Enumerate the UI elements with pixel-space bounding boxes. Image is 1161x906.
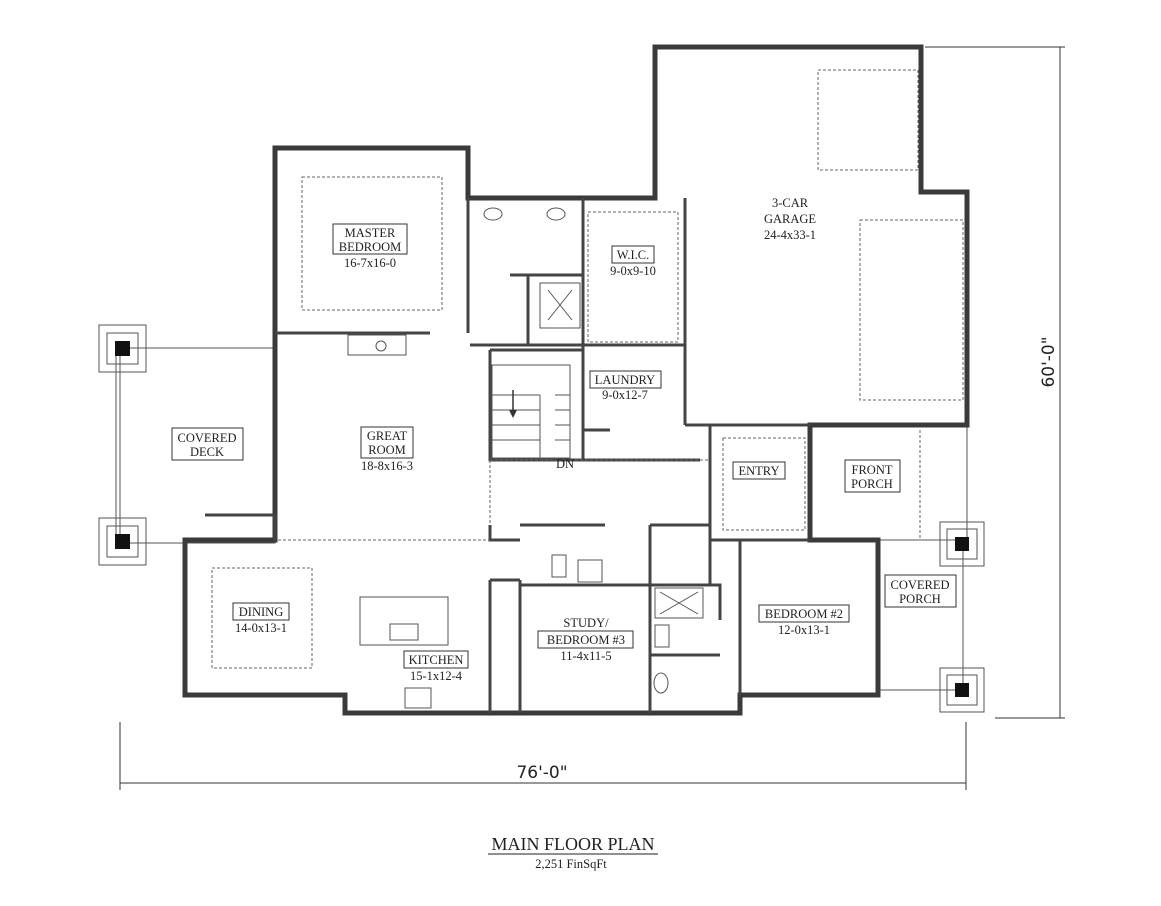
depth-dimension-label: 60'-0" <box>1039 336 1059 387</box>
staircase <box>491 364 571 459</box>
room-name: COVERED <box>177 431 236 445</box>
room-name: KITCHEN <box>409 653 464 667</box>
room-entry: ENTRY <box>732 461 786 480</box>
room-name: 3-CAR <box>772 196 809 210</box>
room-size: 9-0x9-10 <box>610 264 656 278</box>
post-icon <box>939 667 985 713</box>
room-covered-porch: COVERED PORCH <box>884 574 957 608</box>
room-name: DINING <box>239 605 283 619</box>
room-name: GARAGE <box>764 212 816 226</box>
room-name: FRONT <box>852 463 893 477</box>
porch-posts <box>98 324 985 713</box>
interior-walls <box>205 198 810 713</box>
room-laundry: LAUNDRY 9-0x12-7 <box>589 370 662 402</box>
room-front-porch: FRONT PORCH <box>844 459 901 493</box>
room-size: 15-1x12-4 <box>410 669 463 683</box>
room-master-bedroom: MASTER BEDROOM 16-7x16-0 <box>332 223 408 270</box>
room-name: COVERED <box>890 578 949 592</box>
room-name: ENTRY <box>739 464 780 478</box>
room-size: 16-7x16-0 <box>344 256 396 270</box>
room-kitchen: KITCHEN 15-1x12-4 <box>403 650 469 683</box>
depth-dimension: 60'-0" <box>925 46 1065 719</box>
room-size: 11-4x11-5 <box>560 649 611 663</box>
plan-square-footage: 2,251 FinSqFt <box>535 857 607 871</box>
room-name: BEDROOM <box>339 240 402 254</box>
room-name: BEDROOM #3 <box>547 633 625 647</box>
room-name: ROOM <box>368 443 406 457</box>
room-name: LAUNDRY <box>595 373 655 387</box>
post-icon <box>939 521 985 567</box>
room-name: PORCH <box>851 477 893 491</box>
room-name: GREAT <box>367 429 408 443</box>
post-icon <box>98 324 147 373</box>
ceiling-outlines <box>211 69 964 669</box>
room-name: STUDY/ <box>563 616 609 630</box>
room-size: 9-0x12-7 <box>602 388 648 402</box>
room-great-room: GREAT ROOM 18-8x16-3 <box>360 426 414 473</box>
plan-title: MAIN FLOOR PLAN <box>491 834 654 854</box>
room-size: 24-4x33-1 <box>764 228 816 242</box>
fixtures <box>347 207 704 709</box>
room-bedroom-2: BEDROOM #2 12-0x13-1 <box>758 604 850 637</box>
room-wic: W.I.C. 9-0x9-10 <box>610 245 656 278</box>
room-size: 12-0x13-1 <box>778 623 830 637</box>
room-study: STUDY/ BEDROOM #3 11-4x11-5 <box>537 616 634 663</box>
exterior-walls <box>182 44 970 716</box>
room-name: MASTER <box>345 226 396 240</box>
room-dining: DINING 14-0x13-1 <box>232 602 290 635</box>
room-size: 18-8x16-3 <box>361 459 413 473</box>
width-dimension-label: 76'-0" <box>516 763 567 783</box>
room-name: PORCH <box>899 592 941 606</box>
room-garage: 3-CAR GARAGE 24-4x33-1 <box>764 196 816 242</box>
post-icon <box>98 517 147 566</box>
stairs-down-label: DN <box>556 457 574 471</box>
room-name: DECK <box>190 445 224 459</box>
room-covered-deck: COVERED DECK <box>171 427 244 461</box>
room-name: BEDROOM #2 <box>765 607 843 621</box>
room-size: 14-0x13-1 <box>235 621 287 635</box>
room-name: W.I.C. <box>617 248 650 262</box>
width-dimension: 76'-0" <box>119 722 967 790</box>
